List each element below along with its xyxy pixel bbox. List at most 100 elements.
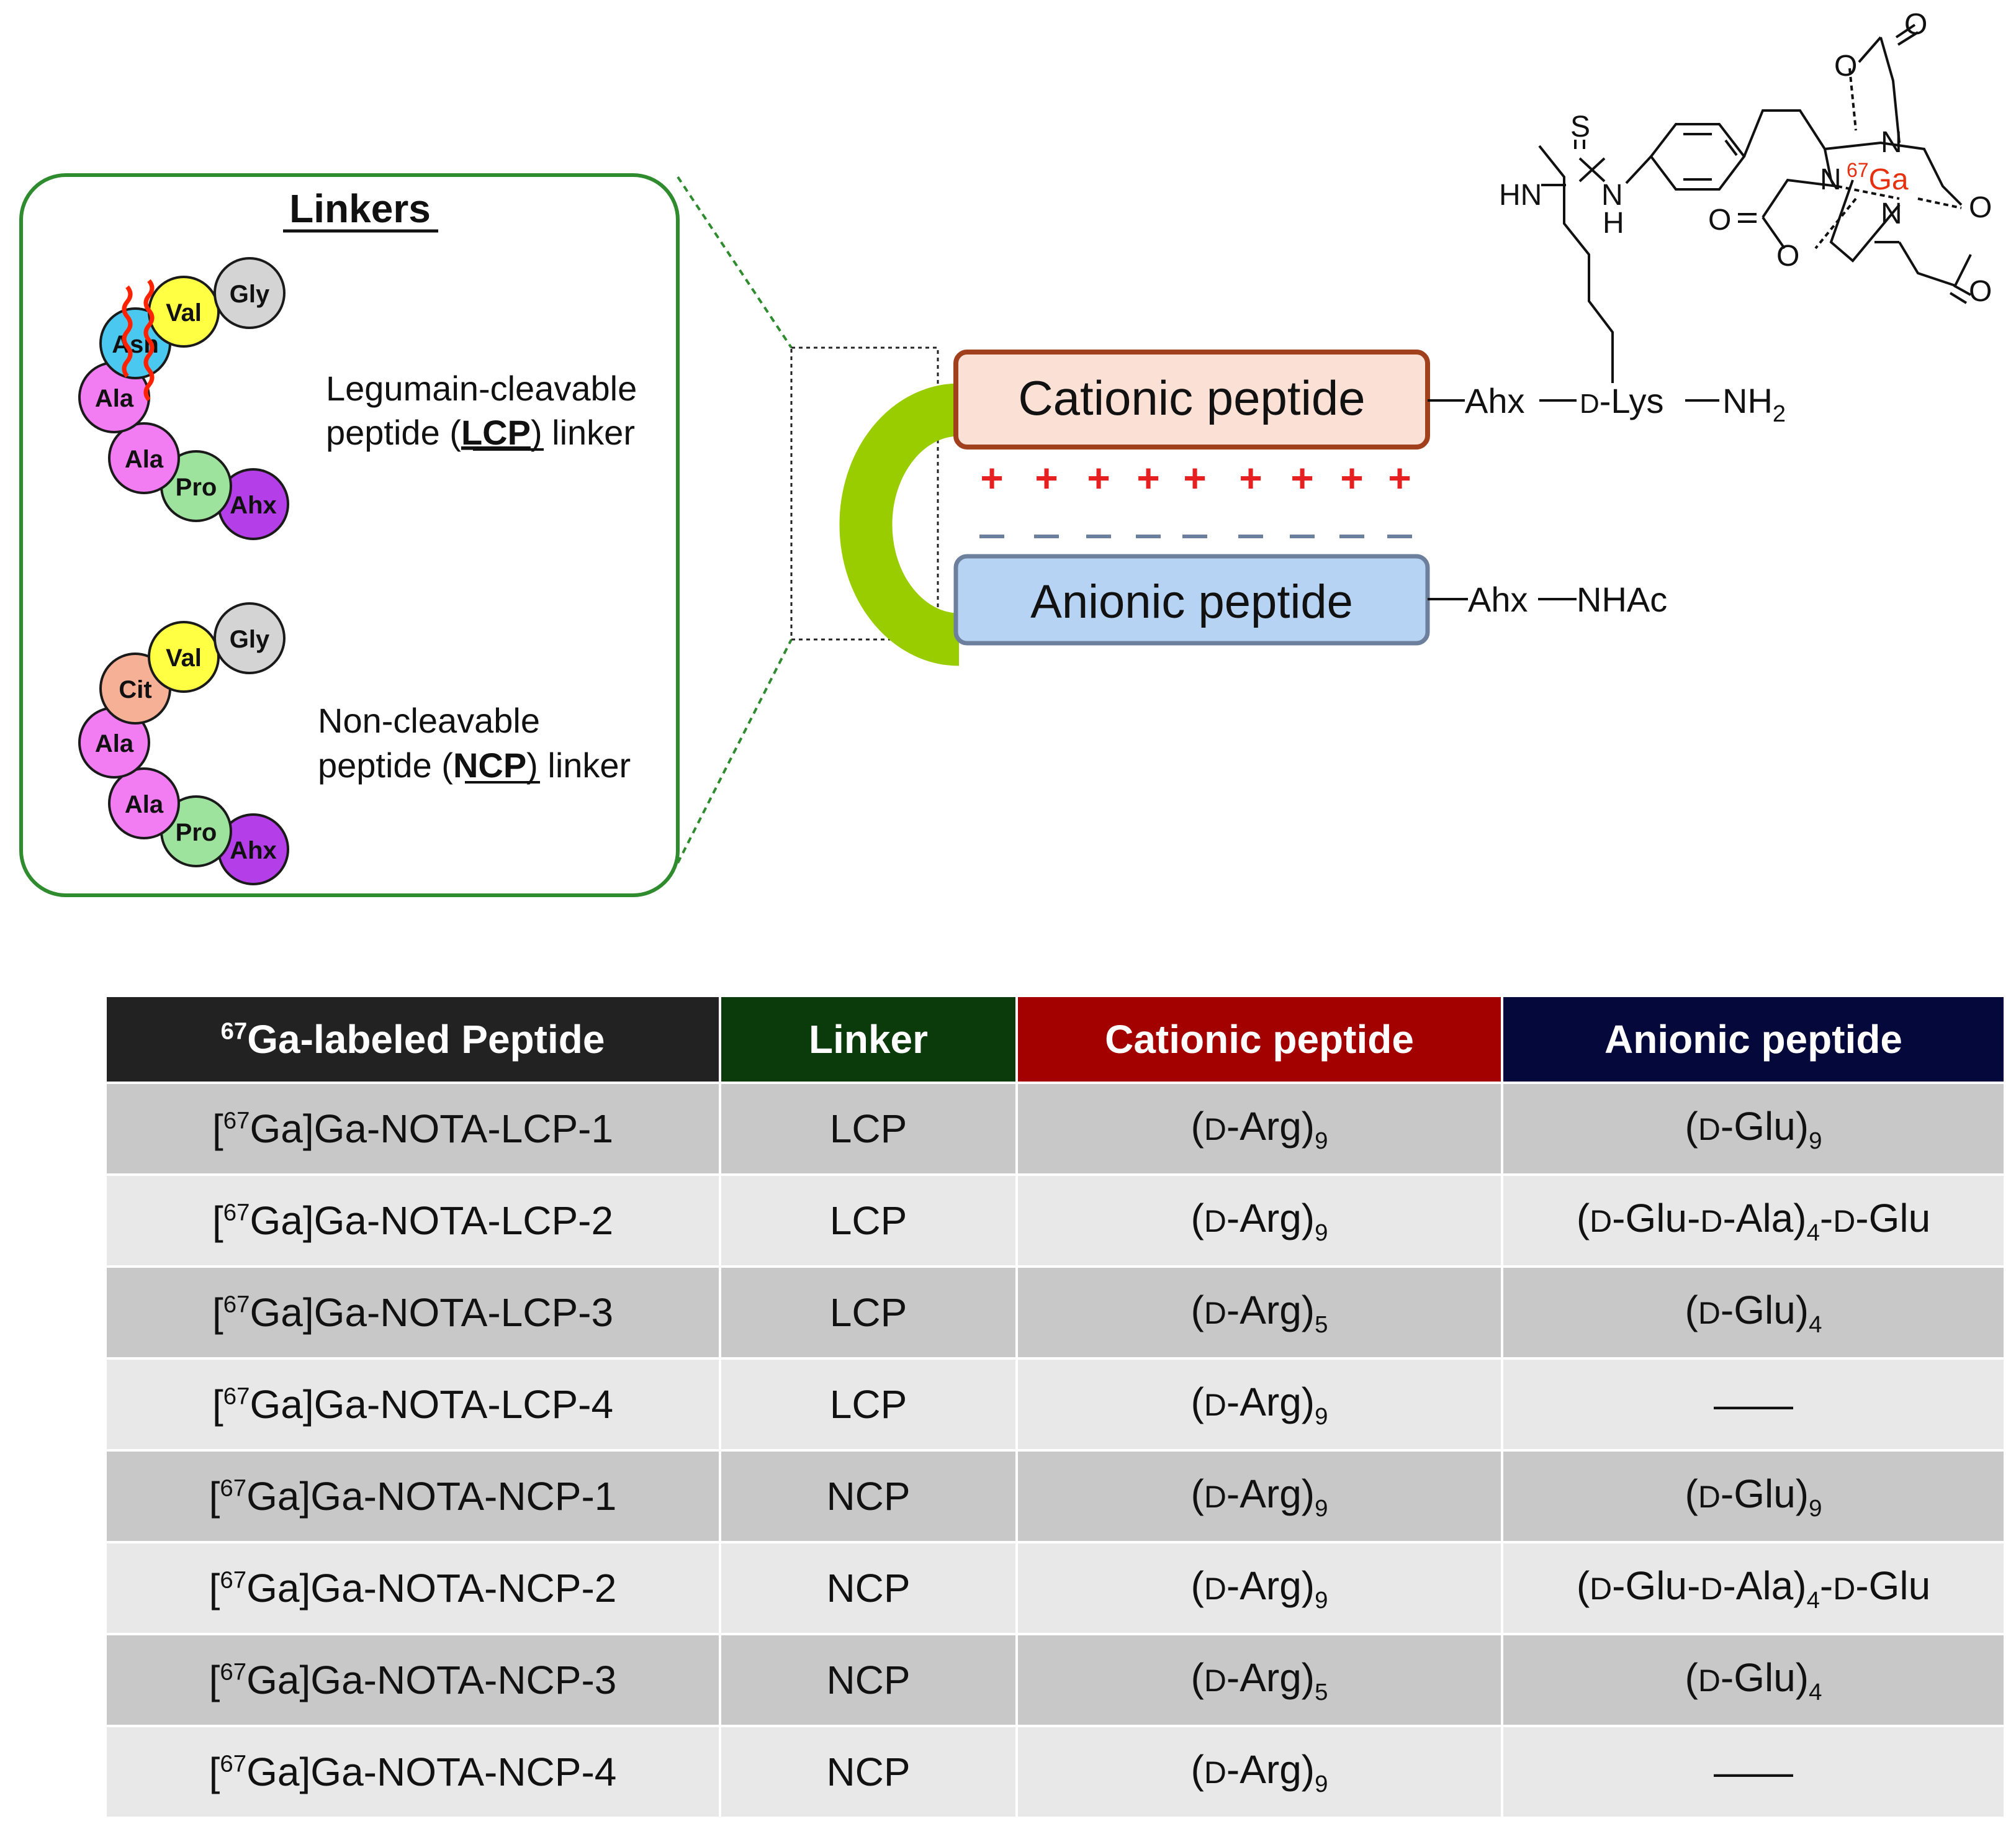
plus-charge: +	[1239, 456, 1262, 500]
cell-peptide-name: [67Ga]Ga-NOTA-LCP-3	[104, 1265, 721, 1360]
ga-67-label: 67Ga	[1847, 159, 1909, 196]
residue-label: Val	[166, 644, 202, 672]
residue-circle	[214, 602, 286, 674]
cell-cationic: (D-Arg)9	[1015, 1725, 1503, 1819]
residue-label: Gly	[230, 281, 270, 308]
cell-linker: NCP	[719, 1725, 1018, 1819]
residue-label: Ala	[125, 446, 164, 473]
anionic-tail-ahx: Ahx	[1468, 580, 1528, 619]
cell-cationic: (D-Arg)9	[1015, 1541, 1503, 1635]
cell-anionic: (D-Glu)9	[1501, 1449, 2006, 1543]
atom-n2: N	[1820, 163, 1842, 196]
atom-o: O	[1969, 275, 1992, 308]
header-cationic: Cationic peptide	[1015, 995, 1503, 1084]
residue-circle	[108, 767, 180, 839]
plus-charge: +	[980, 456, 1003, 500]
header-peptide: 67Ga-labeled Peptide	[104, 995, 721, 1084]
atom-s: S	[1570, 111, 1590, 143]
residue-label: Ahx	[230, 837, 277, 864]
linkers-title: Linkers	[289, 186, 431, 231]
ncp-description-line1: Non-cleavable	[318, 701, 540, 740]
cell-anionic: (D-Glu)9	[1501, 1082, 2006, 1176]
atom-o: O	[1904, 8, 1927, 41]
cell-peptide-name: [67Ga]Ga-NOTA-LCP-2	[104, 1173, 721, 1268]
residue-label: Ala	[125, 791, 164, 818]
ncp-description-line2: peptide (NCP) linker	[318, 746, 631, 785]
positive-charges: +++++++++	[980, 456, 1411, 500]
linker-zoom-box	[790, 346, 939, 641]
cell-cationic: (D-Arg)5	[1015, 1265, 1503, 1360]
cell-linker: LCP	[719, 1357, 1018, 1452]
cell-cationic: (D-Arg)5	[1015, 1633, 1503, 1727]
nota-ga-structure	[1538, 24, 1972, 383]
atom-n1: N	[1881, 126, 1902, 159]
residue-label: Pro	[176, 819, 217, 846]
lcp-description-line2: peptide (LCP) linker	[326, 413, 635, 452]
cell-peptide-name: [67Ga]Ga-NOTA-LCP-4	[104, 1357, 721, 1452]
zoom-guide-line	[677, 176, 793, 349]
cell-anionic: (D-Glu-D-Ala)4-D-Glu	[1501, 1173, 2006, 1268]
cell-peptide-name: [67Ga]Ga-NOTA-NCP-4	[104, 1725, 721, 1819]
cell-cationic: (D-Arg)9	[1015, 1357, 1503, 1452]
plus-charge: +	[1183, 456, 1206, 500]
plus-charge: +	[1136, 456, 1159, 500]
cell-anionic: ——	[1501, 1725, 2006, 1819]
residue-label: Cit	[119, 676, 151, 703]
cell-linker: NCP	[719, 1541, 1018, 1635]
cell-cationic: (D-Arg)9	[1015, 1449, 1503, 1543]
plus-charge: +	[1290, 456, 1313, 500]
residue-label: Ahx	[230, 492, 277, 519]
cell-anionic: (D-Glu-D-Ala)4-D-Glu	[1501, 1541, 2006, 1635]
plus-charge: +	[1340, 456, 1363, 500]
atom-o: O	[1969, 191, 1992, 224]
atom-o: O	[1708, 204, 1731, 237]
anionic-peptide-label: Anionic peptide	[1030, 576, 1353, 628]
residue-circle	[214, 257, 286, 329]
residue-label: Pro	[176, 474, 217, 501]
atom-o: O	[1834, 50, 1857, 83]
peptide-table: 67Ga-labeled Peptide Linker Cationic pep…	[104, 995, 2006, 1819]
residue-label: Ala	[95, 730, 134, 757]
residue-circle	[148, 621, 220, 693]
cell-cationic: (D-Arg)9	[1015, 1173, 1503, 1268]
atom-o: O	[1776, 240, 1799, 273]
cationic-peptide-label: Cationic peptide	[1018, 371, 1365, 425]
cell-linker: LCP	[719, 1082, 1018, 1176]
cell-anionic: (D-Glu)4	[1501, 1633, 2006, 1727]
atom-h: H	[1603, 207, 1624, 240]
zoom-guide-line	[677, 639, 793, 864]
cell-linker: NCP	[719, 1633, 1018, 1727]
residue-label: Gly	[230, 626, 270, 653]
atom-hn: HN	[1499, 179, 1542, 212]
atom-n3: N	[1881, 197, 1902, 230]
cell-cationic: (D-Arg)9	[1015, 1082, 1503, 1176]
cell-anionic: (D-Glu)4	[1501, 1265, 2006, 1360]
table-header-row: 67Ga-labeled Peptide Linker Cationic pep…	[104, 995, 2006, 1084]
lcp-description-line1: Legumain-cleavable	[326, 369, 637, 408]
cationic-tail-nh2: NH2	[1722, 381, 1786, 427]
cationic-tail-lys: D-Lys	[1580, 381, 1664, 420]
cell-linker: NCP	[719, 1449, 1018, 1543]
cationic-tail-ahx: Ahx	[1465, 381, 1525, 420]
cell-peptide-name: [67Ga]Ga-NOTA-NCP-3	[104, 1633, 721, 1727]
linker-arc	[839, 383, 960, 666]
cell-anionic: ——	[1501, 1357, 2006, 1452]
cleavage-site-mark	[122, 285, 133, 378]
plus-charge: +	[1087, 456, 1110, 500]
residue-label: Val	[166, 299, 202, 327]
residue-circle	[108, 422, 180, 494]
cell-linker: LCP	[719, 1265, 1018, 1360]
cell-peptide-name: [67Ga]Ga-NOTA-NCP-2	[104, 1541, 721, 1635]
atom-n: N	[1601, 179, 1623, 212]
